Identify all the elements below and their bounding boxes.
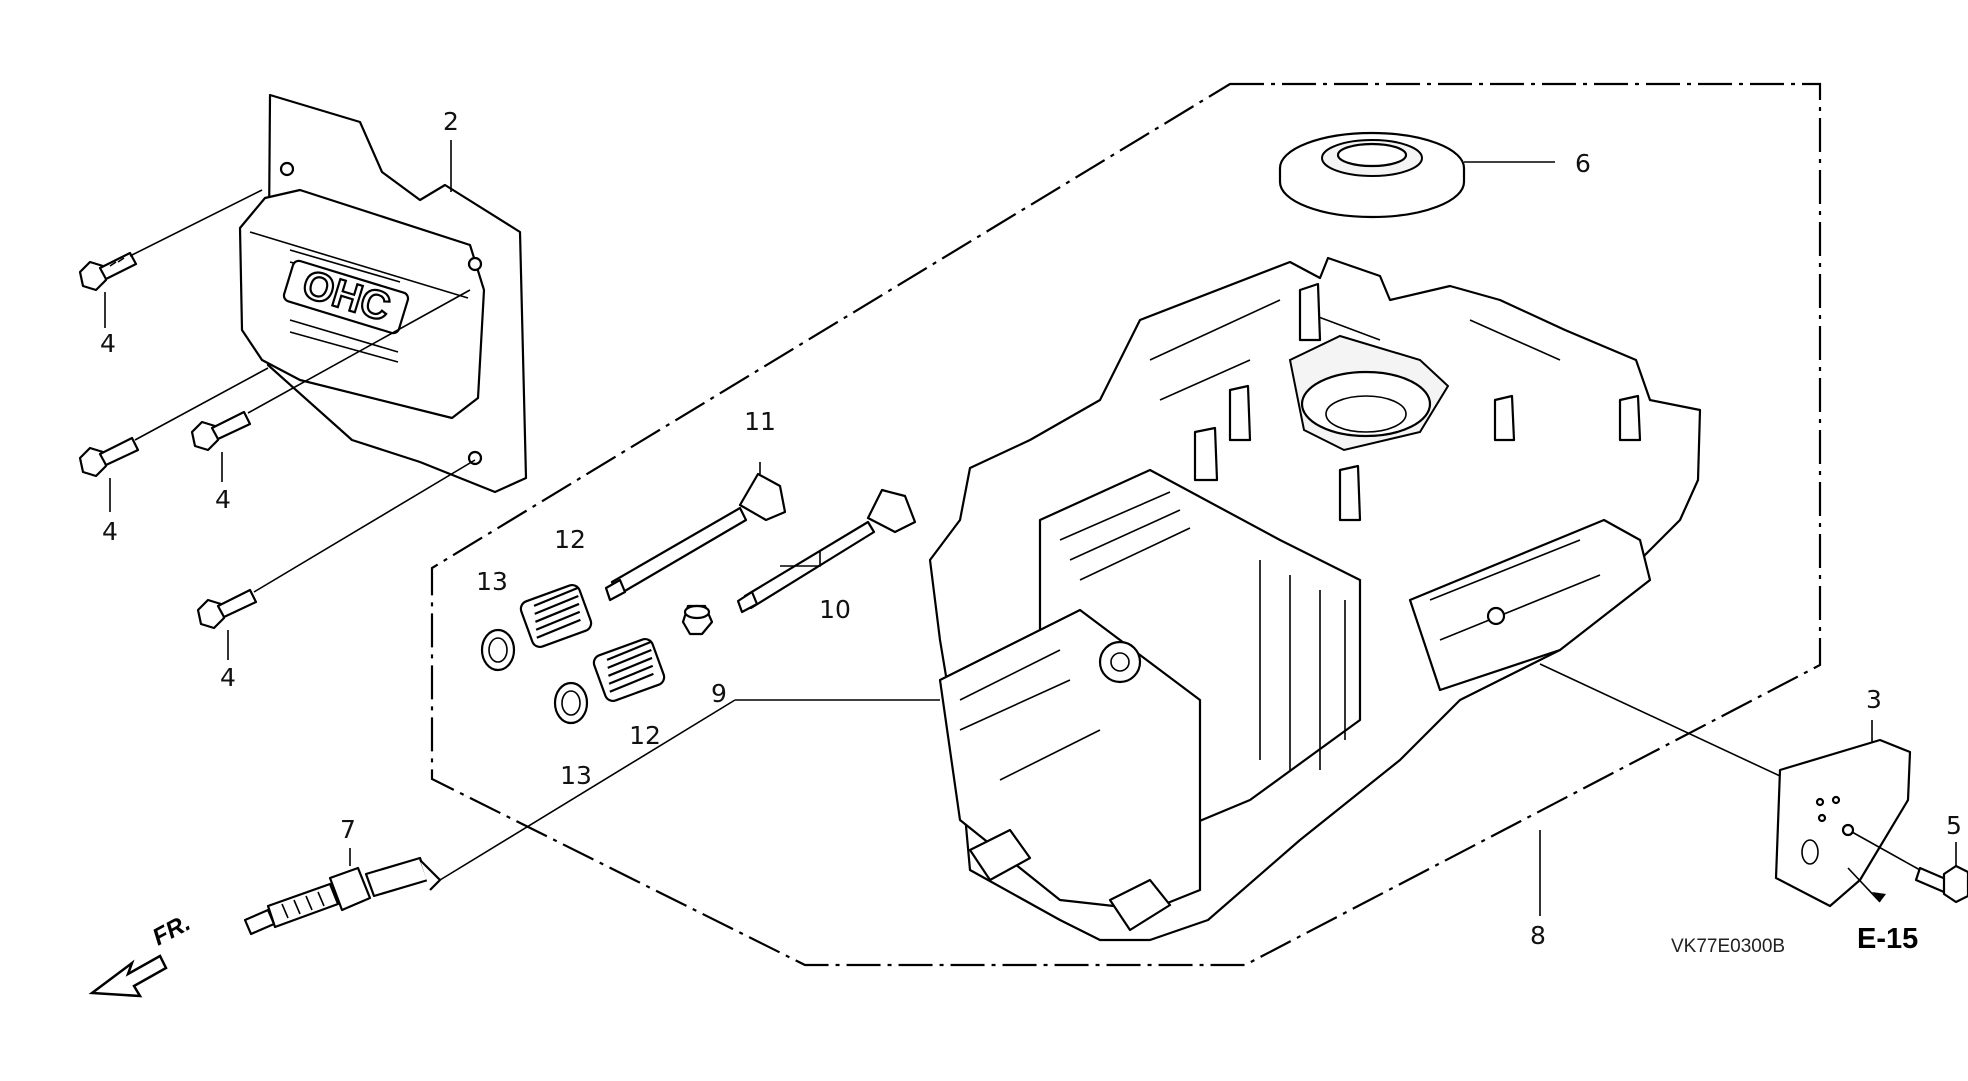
drawing-code: VK77E0300B bbox=[1671, 936, 1785, 957]
callout-5: 5 bbox=[1946, 811, 1962, 840]
bolt-4d bbox=[196, 588, 258, 630]
valve-spring-12a bbox=[519, 583, 593, 649]
oil-seal bbox=[1278, 131, 1555, 219]
bolt-4a bbox=[78, 251, 138, 292]
valve-spring-12b bbox=[592, 637, 666, 703]
callout-10: 10 bbox=[819, 595, 851, 624]
callout-8: 8 bbox=[1530, 921, 1546, 950]
cylinder-block bbox=[928, 256, 1811, 942]
callout-2: 2 bbox=[443, 107, 459, 136]
spark-plug bbox=[243, 699, 940, 936]
callout-4d: 4 bbox=[220, 663, 236, 692]
bolt-5 bbox=[1914, 842, 1968, 904]
callout-13b: 13 bbox=[560, 761, 592, 790]
assembly-outline bbox=[430, 82, 1822, 967]
valve-11 bbox=[604, 472, 787, 602]
callout-13a: 13 bbox=[476, 567, 508, 596]
bolt-4b bbox=[78, 436, 140, 478]
front-arrow: FR. bbox=[88, 909, 195, 998]
callout-11: 11 bbox=[744, 407, 776, 436]
callout-4b: 4 bbox=[102, 517, 118, 546]
callout-4c: 4 bbox=[215, 485, 231, 514]
callout-12a: 12 bbox=[554, 525, 586, 554]
bolt-4c bbox=[190, 410, 252, 452]
callout-9: 9 bbox=[711, 679, 727, 708]
valve-10 bbox=[736, 488, 917, 614]
stem-seal-9 bbox=[681, 604, 714, 636]
callout-12b: 12 bbox=[629, 721, 661, 750]
callout-3: 3 bbox=[1866, 685, 1882, 714]
front-arrow-label: FR. bbox=[148, 909, 195, 951]
valve-cover: OHC bbox=[238, 93, 528, 494]
reference-label: E-15 bbox=[1857, 923, 1918, 955]
callout-4a: 4 bbox=[100, 329, 116, 358]
breather-cover bbox=[1774, 720, 1921, 908]
retainer-13a bbox=[480, 628, 516, 672]
callout-6: 6 bbox=[1575, 149, 1591, 178]
callout-7: 7 bbox=[340, 815, 356, 844]
retainer-13b bbox=[553, 681, 589, 725]
